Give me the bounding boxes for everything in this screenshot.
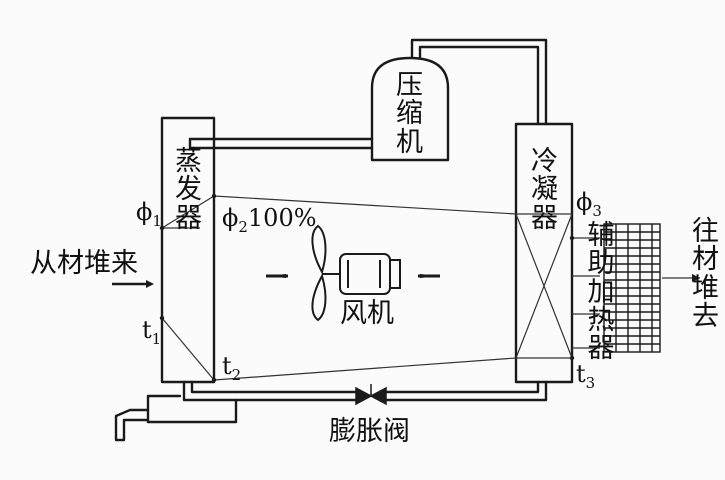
compressor-label: 压缩机: [396, 70, 423, 158]
from-stack-label: 从材堆来: [30, 248, 138, 279]
phi1-symbol: ϕ1: [136, 198, 162, 230]
liquid-pipe-outer-left: [182, 380, 358, 402]
expansion-valve-icon: [355, 384, 387, 406]
condenser-label: 冷凝器: [531, 146, 558, 234]
compressor-unit: [370, 56, 450, 162]
to-stack-label: 往材堆去: [692, 216, 719, 333]
airflow-top-line: [213, 195, 517, 215]
t3-symbol: t3: [576, 360, 596, 392]
liquid-pipe-inner-right: [384, 380, 540, 394]
liquid-pipe-outer-right: [384, 380, 548, 402]
expansion-valve-label: 膨胀阀: [329, 416, 410, 447]
phi3-symbol: ϕ3: [576, 188, 602, 220]
condenser-unit: [514, 122, 574, 384]
fan-propeller-icon: [311, 224, 340, 322]
discharge-pipe-outer: [410, 38, 548, 126]
fan-label: 风机: [340, 298, 394, 329]
airflow-bottom-line: [213, 357, 517, 381]
sensor-points: [159, 193, 575, 383]
aux-heater-fins: [603, 223, 661, 353]
aux-heater-label: 辅助加热器: [587, 220, 615, 365]
airflow-arrow-icon: [266, 274, 440, 278]
evaporator-unit: [160, 116, 216, 384]
liquid-pipe-inner-left: [190, 380, 358, 394]
t1-symbol: t1: [142, 316, 162, 348]
discharge-pipe-inner: [418, 45, 540, 126]
inlet-arrow-icon: [112, 280, 154, 288]
phi2-symbol: ϕ2100%: [222, 204, 317, 236]
t2-symbol: t2: [222, 352, 242, 384]
evaporator-label: 蒸发器: [175, 146, 202, 234]
motor-icon: [339, 253, 401, 295]
